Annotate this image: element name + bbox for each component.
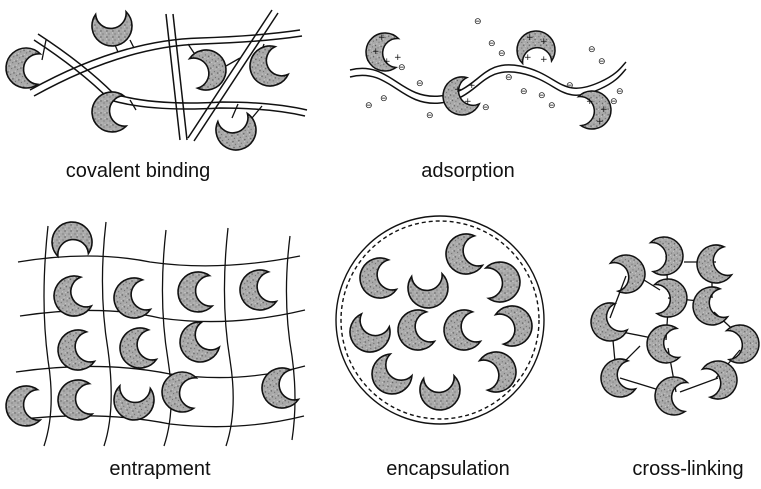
enzyme (92, 12, 132, 46)
enzyme (651, 237, 683, 275)
enzyme (237, 268, 278, 313)
enzyme (117, 326, 158, 371)
negative-charge: ⊖ (505, 73, 513, 83)
positive-charge: + (586, 97, 594, 107)
adsorption-panel: ⊖ ⊖ ⊖ ⊖ ⊖ ⊖ ⊖ ⊖ ⊖ ⊖ ⊖ ⊖ ⊖ ⊖ ⊖ ⊖ ⊖ ⊖ ⊖ + … (350, 17, 626, 129)
label-cross-linking: cross-linking (632, 458, 743, 481)
negative-charge: ⊖ (616, 87, 624, 97)
cross-linking-panel (586, 237, 759, 417)
enzyme (727, 325, 759, 363)
enzyme (408, 274, 448, 308)
encapsulation-panel (336, 216, 544, 424)
enzyme (395, 308, 436, 353)
cross-link (610, 276, 626, 318)
enzyme (178, 272, 212, 312)
enzyme (3, 45, 44, 90)
network-line (18, 256, 300, 266)
enzyme (50, 273, 93, 320)
negative-charge: ⊖ (426, 111, 434, 121)
positive-charge: + (596, 117, 604, 127)
enzyme (244, 42, 290, 91)
enzyme (58, 380, 92, 420)
positive-charge: + (454, 85, 462, 95)
enzyme (173, 318, 223, 370)
negative-charge: ⊖ (520, 87, 528, 97)
negative-charge: ⊖ (566, 81, 574, 91)
positive-charge: + (464, 97, 472, 107)
covalent-bond (252, 106, 262, 118)
enzyme (357, 256, 398, 301)
label-covalent-binding: covalent binding (66, 160, 211, 183)
enzyme (55, 328, 96, 373)
enzyme (598, 357, 637, 400)
label-adsorption: adsorption (421, 160, 514, 183)
enzyme (52, 222, 92, 256)
negative-charge: ⊖ (482, 103, 490, 113)
network-line (16, 366, 305, 378)
fiber (166, 14, 180, 140)
enzyme (364, 350, 416, 403)
enzyme (159, 369, 200, 414)
enzyme (655, 279, 687, 317)
positive-charge: + (526, 33, 534, 43)
enzyme (694, 243, 733, 286)
covalent-bond (232, 104, 238, 118)
positive-charge: + (524, 53, 532, 63)
negative-charge: ⊖ (380, 94, 388, 104)
enzyme (701, 358, 740, 401)
negative-charge: ⊖ (498, 49, 506, 59)
negative-charge: ⊖ (588, 45, 596, 55)
enzyme (486, 262, 520, 302)
entrapment-panel (6, 222, 305, 446)
enzyme (495, 303, 536, 348)
network-line (14, 416, 304, 427)
positive-charge: + (540, 37, 548, 47)
label-entrapment: entrapment (109, 458, 210, 481)
label-encapsulation: encapsulation (386, 458, 509, 481)
enzyme (214, 113, 259, 154)
positive-charge: + (600, 105, 608, 115)
enzyme (343, 310, 395, 360)
covalent-bond (42, 40, 46, 60)
negative-charge: ⊖ (598, 57, 606, 67)
negative-charge: ⊖ (416, 79, 424, 89)
support-strand (350, 69, 626, 103)
covalent-bond (130, 40, 134, 48)
negative-charge: ⊖ (365, 101, 373, 111)
positive-charge: + (372, 47, 380, 57)
negative-charge: ⊖ (398, 63, 406, 73)
negative-charge: ⊖ (474, 17, 482, 27)
enzyme (586, 300, 629, 347)
positive-charge: + (383, 57, 391, 67)
network-line (286, 236, 295, 440)
positive-charge: + (378, 33, 386, 43)
enzyme (609, 252, 648, 295)
enzyme (441, 308, 482, 353)
enzyme (443, 232, 484, 277)
enzyme (6, 386, 40, 426)
enzyme (420, 376, 460, 410)
network-line (162, 230, 171, 446)
enzyme (690, 285, 729, 328)
network-line (224, 228, 233, 446)
surface-charges: ⊖ ⊖ ⊖ ⊖ ⊖ ⊖ ⊖ ⊖ ⊖ ⊖ ⊖ ⊖ ⊖ ⊖ ⊖ ⊖ ⊖ ⊖ ⊖ (365, 17, 624, 121)
capsule-membrane-inner (341, 221, 539, 419)
positive-charge: + (394, 53, 402, 63)
network-line (102, 222, 111, 446)
fiber (173, 14, 187, 140)
positive-charge: + (468, 81, 476, 91)
network-line (44, 226, 51, 446)
covalent-binding-panel (3, 10, 307, 153)
enzyme (517, 31, 555, 63)
negative-charge: ⊖ (488, 39, 496, 49)
negative-charge: ⊖ (548, 101, 556, 111)
enzyme (92, 92, 126, 132)
enzyme (111, 276, 152, 321)
positive-charge: + (540, 55, 548, 65)
enzyme (652, 374, 691, 417)
negative-charge: ⊖ (538, 91, 546, 101)
enzyme (647, 325, 679, 363)
